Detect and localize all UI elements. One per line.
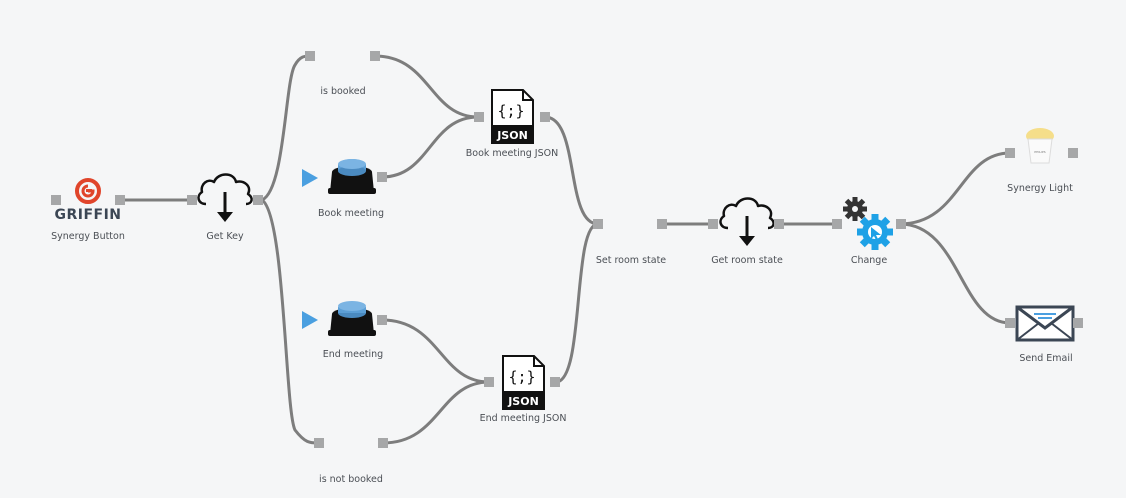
port-bookmeeting-out[interactable] [377,172,387,182]
port-endjson-out[interactable] [550,377,560,387]
port-getroom-in[interactable] [708,219,718,229]
node-label-set-room-state: Set room state [595,255,667,266]
push-button-icon[interactable] [328,159,376,194]
envelope-icon[interactable] [1015,305,1075,342]
wire-isnotbooked-to-endjson[interactable] [381,380,491,445]
json-brace-text: {;} [508,368,535,386]
node-label-is-booked: is booked [320,86,366,97]
wire-getkey-to-isbooked[interactable] [260,54,312,202]
node-label-get-key: Get Key [206,231,244,242]
wire-getkey-to-isnotbooked[interactable] [260,198,320,445]
port-synergy-out[interactable] [115,195,125,205]
play-triangle-icon[interactable] [302,311,318,329]
port-getkey-in[interactable] [187,195,197,205]
play-triangle-icon[interactable] [302,169,318,187]
port-endjson-in[interactable] [484,377,494,387]
port-isbooked-out[interactable] [370,51,380,61]
wire-endjson-to-setroom[interactable] [554,222,600,384]
wire-isbooked-to-bookjson[interactable] [373,54,480,119]
node-label-book-meeting: Book meeting [317,208,385,219]
wire-change-to-light[interactable] [898,151,1012,226]
json-file-text: JSON [496,129,528,142]
port-isnotbooked-in[interactable] [314,438,324,448]
port-synergy-in[interactable] [51,195,61,205]
json-file-icon[interactable]: {;} JSON [502,355,545,410]
node-label-end-meeting-json: End meeting JSON [479,413,567,424]
wire-endmeeting-to-endjson[interactable] [380,318,491,384]
gears-cursor-icon[interactable] [843,197,893,250]
port-email-out[interactable] [1073,318,1083,328]
port-light-in[interactable] [1005,148,1015,158]
node-label-book-meeting-json: Book meeting JSON [465,148,559,159]
node-label-get-room-state: Get room state [711,255,783,266]
griffin-logo-icon[interactable] [75,178,101,204]
wire-change-to-email[interactable] [898,222,1012,325]
port-change-in[interactable] [832,219,842,229]
json-file-icon[interactable]: {;} JSON [491,89,534,144]
push-button-icon[interactable] [328,301,376,336]
node-label-change: Change [850,255,888,266]
port-getkey-out[interactable] [253,195,263,205]
port-setroom-out[interactable] [657,219,667,229]
node-label-synergy-light: Synergy Light [1007,183,1073,194]
cloud-download-icon[interactable] [197,173,253,223]
node-label-is-not-booked: is not booked [319,474,383,485]
cloud-download-icon[interactable] [719,197,775,247]
node-label-synergy-button: Synergy Button [51,231,125,242]
json-file-text: JSON [507,395,539,408]
port-isnotbooked-out[interactable] [378,438,388,448]
wires [123,54,1012,445]
port-bookjson-out[interactable] [540,112,550,122]
wire-bookmeeting-to-bookjson[interactable] [380,115,480,179]
port-isbooked-in[interactable] [305,51,315,61]
wire-bookjson-to-setroom[interactable] [543,115,600,226]
node-label-send-email: Send Email [1019,353,1073,364]
port-light-out[interactable] [1068,148,1078,158]
port-change-out[interactable] [896,219,906,229]
light-bulb-icon[interactable]: PHILIPS [1026,128,1054,164]
port-email-in[interactable] [1005,318,1015,328]
griffin-logo-text: GRIFFIN [54,207,122,223]
port-endmeeting-out[interactable] [377,315,387,325]
port-setroom-in[interactable] [593,219,603,229]
node-label-end-meeting: End meeting [322,349,384,360]
json-brace-text: {;} [497,102,524,120]
port-bookjson-in[interactable] [474,112,484,122]
bulb-brand-text: PHILIPS [1034,150,1045,154]
port-getroom-out[interactable] [774,219,784,229]
